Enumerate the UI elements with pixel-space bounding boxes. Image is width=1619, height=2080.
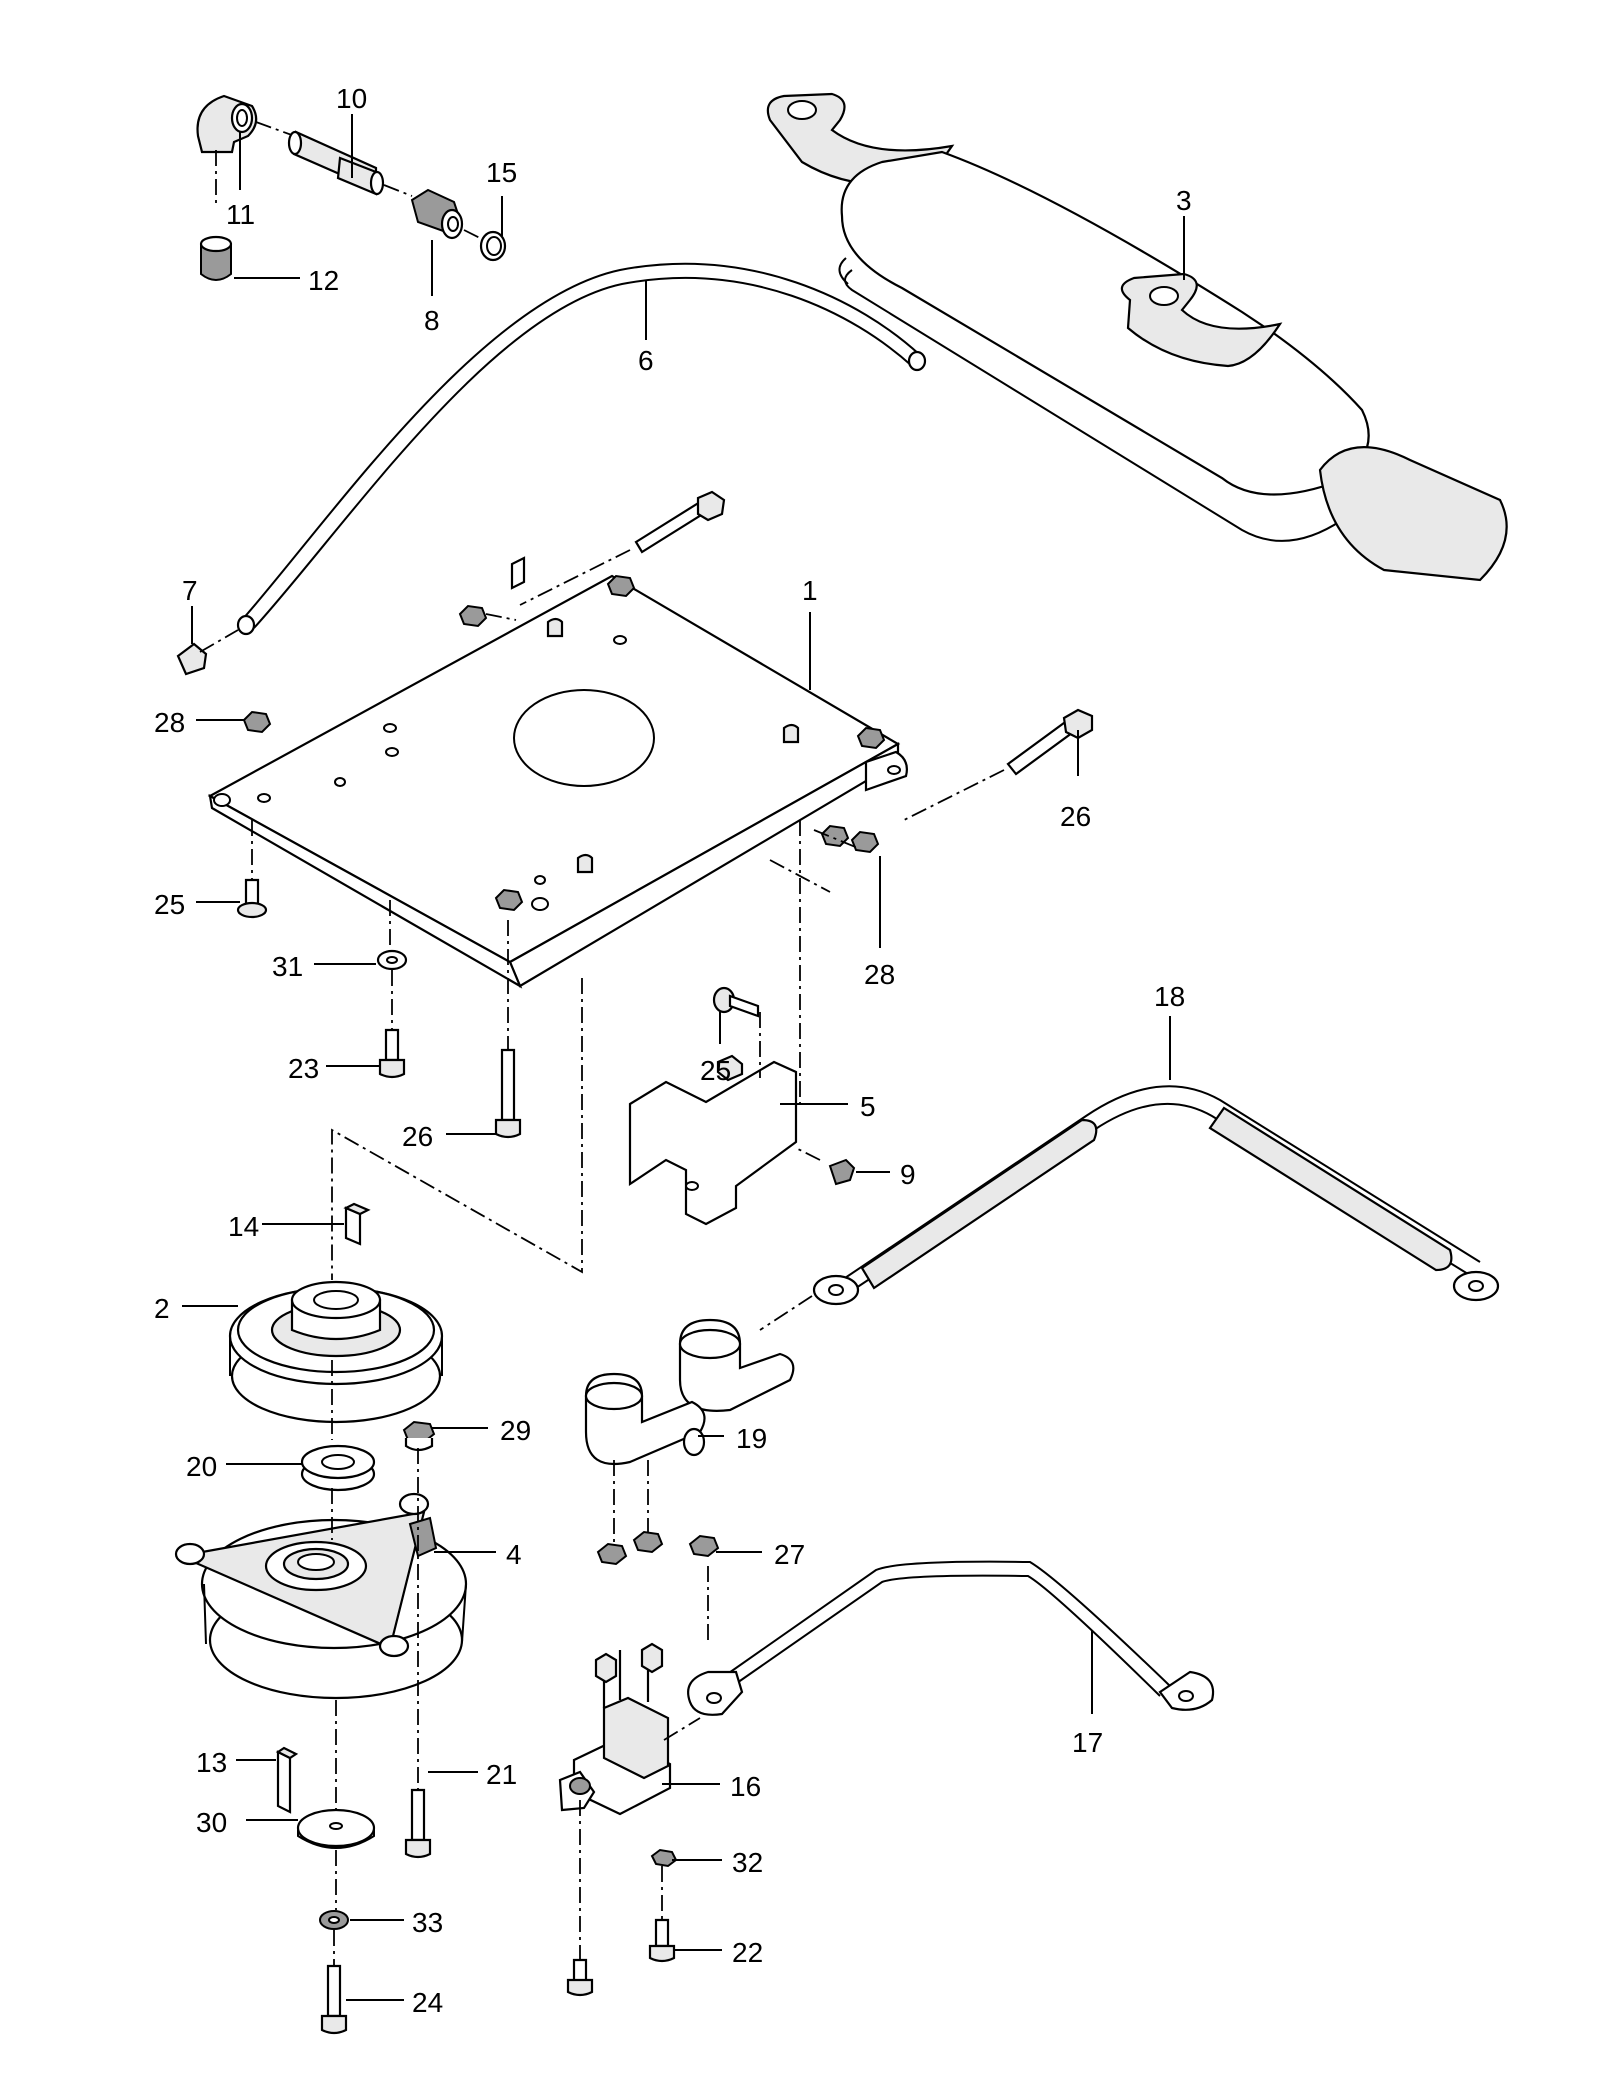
label-31: 31 xyxy=(272,951,303,982)
label-19: 19 xyxy=(736,1423,767,1454)
washer-30 xyxy=(296,1808,376,1849)
label-29: 29 xyxy=(500,1415,531,1446)
label-18: 18 xyxy=(1154,981,1185,1012)
terminal-boots-19 xyxy=(584,1318,795,1466)
spacer-20 xyxy=(300,1444,376,1492)
bolt-upper xyxy=(634,490,726,554)
label-28b: 28 xyxy=(864,959,895,990)
washer-33 xyxy=(319,1910,349,1930)
label-5: 5 xyxy=(860,1091,876,1122)
label-9: 9 xyxy=(900,1159,916,1190)
nuts-27 xyxy=(596,1530,720,1566)
label-27: 27 xyxy=(774,1539,805,1570)
label-16: 16 xyxy=(730,1771,761,1802)
label-24: 24 xyxy=(412,1987,443,2018)
screw-25-bracket xyxy=(712,986,760,1018)
label-6: 6 xyxy=(638,345,654,376)
pulley-2 xyxy=(228,1280,444,1424)
screw-25-left xyxy=(236,878,268,919)
label-12: 12 xyxy=(308,265,339,296)
label-7: 7 xyxy=(182,575,198,606)
clamp-7 xyxy=(176,642,208,676)
bolt-21 xyxy=(404,1788,432,1859)
plug-12 xyxy=(199,235,233,281)
label-23: 23 xyxy=(288,1053,319,1084)
washer-32 xyxy=(650,1848,678,1868)
label-1: 1 xyxy=(802,575,818,606)
label-21: 21 xyxy=(486,1759,517,1790)
part-labels: 10 11 12 8 15 6 3 7 1 28 26 25 28 31 23 … xyxy=(154,83,1192,2018)
label-25b: 25 xyxy=(700,1055,731,1086)
cable-18 xyxy=(812,1085,1500,1306)
bolt-26-right xyxy=(1006,708,1094,776)
label-4: 4 xyxy=(506,1539,522,1570)
mounting-plate-1 xyxy=(207,556,908,989)
label-15: 15 xyxy=(486,157,517,188)
solenoid-16 xyxy=(558,1642,672,1816)
label-3: 3 xyxy=(1176,185,1192,216)
bolt-lower-solenoid xyxy=(566,1958,594,1997)
label-14: 14 xyxy=(228,1211,259,1242)
bolt-24 xyxy=(320,1964,348,2035)
elbow-fitting-11 xyxy=(196,94,258,154)
fitting-8 xyxy=(410,188,464,240)
label-30: 30 xyxy=(196,1807,227,1838)
key-13 xyxy=(275,1746,299,1814)
clutch-4 xyxy=(174,1492,468,1700)
screw-22 xyxy=(648,1918,676,1963)
label-2: 2 xyxy=(154,1293,170,1324)
pipe-nipple-10 xyxy=(287,130,385,196)
label-13: 13 xyxy=(196,1747,227,1778)
label-26b: 26 xyxy=(402,1121,433,1152)
bracket-5 xyxy=(628,1054,798,1226)
label-33: 33 xyxy=(412,1907,443,1938)
label-32: 32 xyxy=(732,1847,763,1878)
bolt-23 xyxy=(378,1028,406,1079)
label-17: 17 xyxy=(1072,1727,1103,1758)
label-8: 8 xyxy=(424,305,440,336)
label-11: 11 xyxy=(226,199,255,230)
label-22: 22 xyxy=(732,1937,763,1968)
label-20: 20 xyxy=(186,1451,217,1482)
key-14 xyxy=(343,1202,371,1246)
leader-lines xyxy=(182,114,1185,2001)
muffler-3 xyxy=(766,92,1508,582)
screw-9 xyxy=(828,1158,856,1186)
label-26a: 26 xyxy=(1060,801,1091,832)
nut-29 xyxy=(402,1420,436,1452)
cable-17 xyxy=(687,1560,1215,1716)
o-ring-15 xyxy=(479,230,507,262)
hose-6 xyxy=(236,262,927,636)
label-28a: 28 xyxy=(154,707,185,738)
bolt-26-lower xyxy=(494,1048,522,1139)
weld-nuts xyxy=(242,574,886,912)
label-25a: 25 xyxy=(154,889,185,920)
washer-31 xyxy=(376,949,408,971)
label-10: 10 xyxy=(336,83,367,114)
